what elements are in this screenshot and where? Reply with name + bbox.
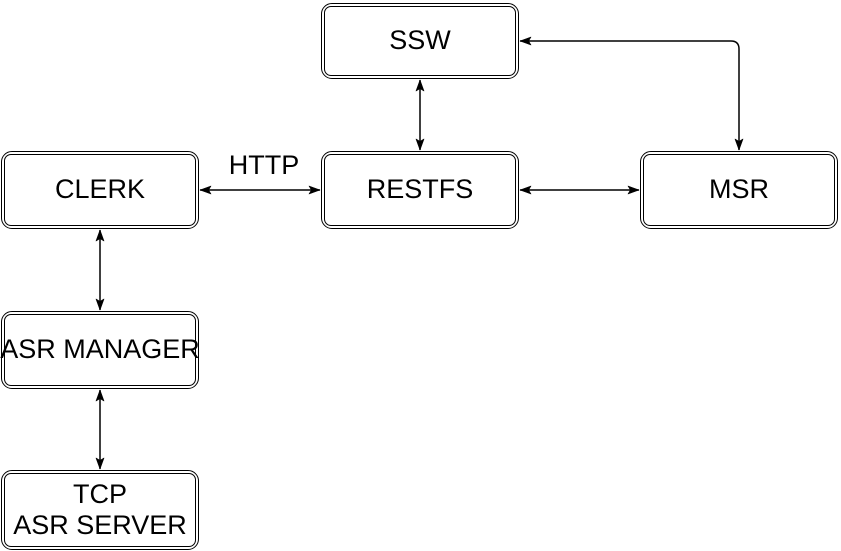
node-ssw-label: SSW <box>389 25 451 56</box>
node-asr-manager: ASR MANAGER <box>0 311 200 389</box>
edge-ssw-msr-elbow-arrow <box>519 36 744 151</box>
node-tcp-asr-server: TCP ASR SERVER <box>1 470 199 550</box>
node-clerk-label: CLERK <box>54 174 146 205</box>
node-msr: MSR <box>640 151 838 229</box>
node-tcp-asr-server-label-line1: TCP <box>73 478 127 509</box>
node-restfs-label: RESTFS <box>366 174 474 205</box>
node-asr-manager-label: ASR MANAGER <box>0 334 200 365</box>
node-tcp-asr-server-label-line2: ASR SERVER <box>13 510 187 540</box>
edge-label-http: HTTP <box>228 150 300 180</box>
node-restfs: RESTFS <box>321 151 519 229</box>
node-ssw: SSW <box>321 3 519 79</box>
node-clerk: CLERK <box>1 151 199 229</box>
node-msr-label: MSR <box>709 174 769 205</box>
